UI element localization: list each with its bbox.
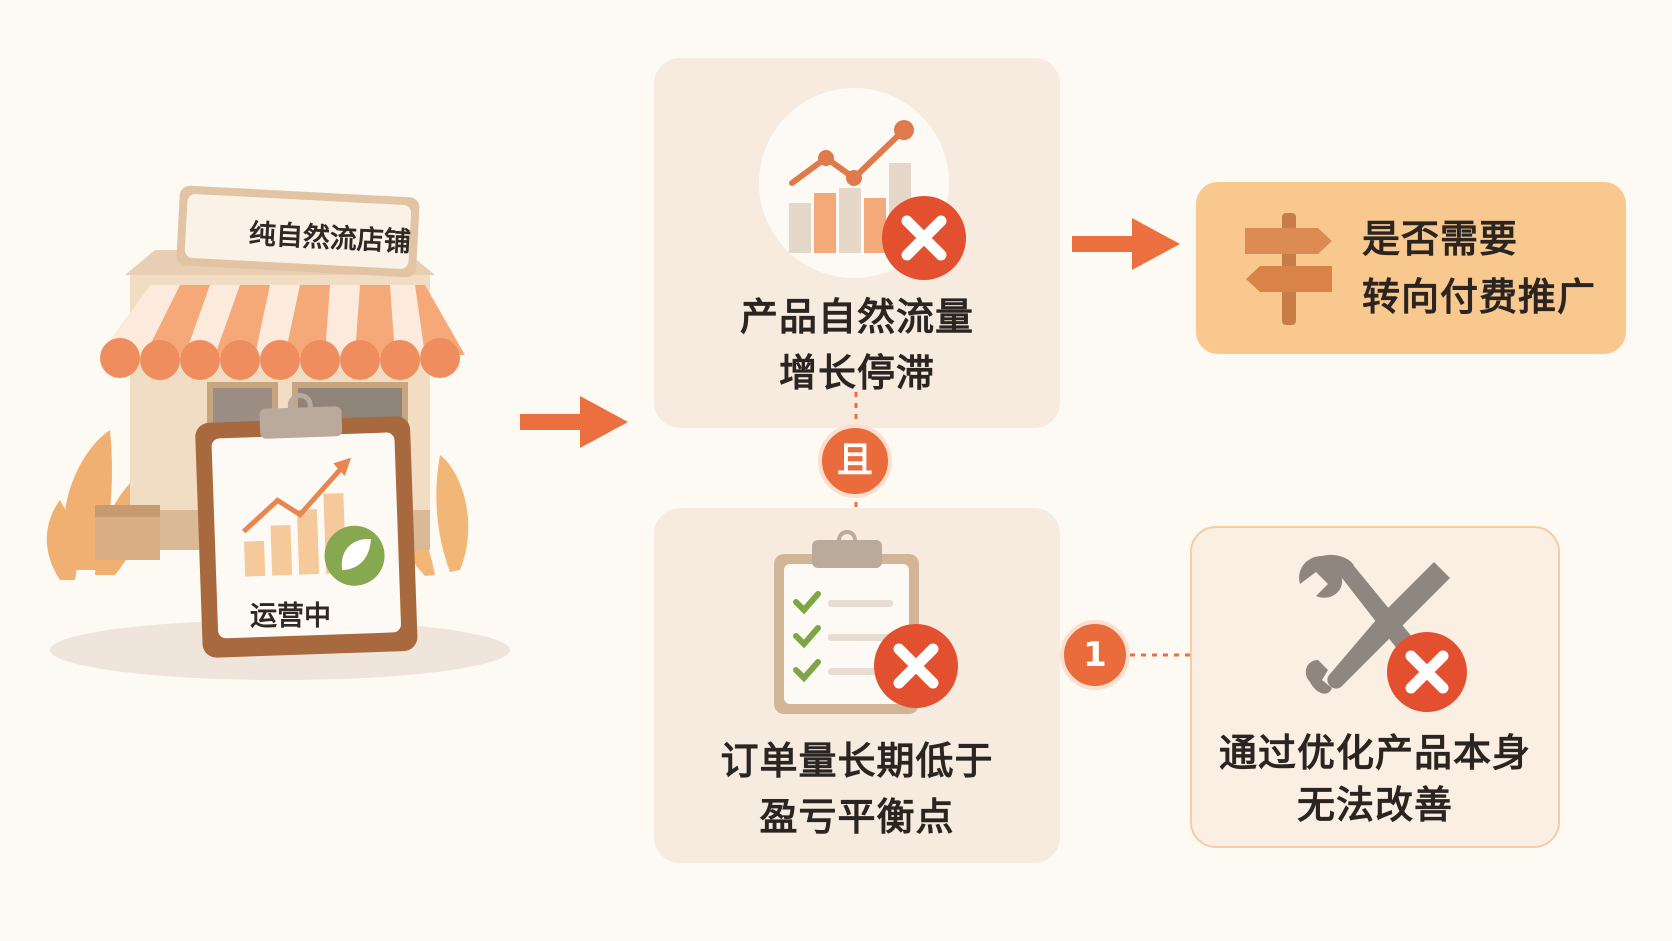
condition-card-traffic-stagnant: 产品自然流量 增长停滞 [654,58,1060,428]
condition-label-line1: 订单量长期低于 [720,739,994,783]
outcome-card-paid-promotion: 是否需要 转向付费推广 [1196,182,1626,354]
signpost-icon [1245,213,1332,325]
failed-fix-line1: 通过优化产品本身 [1218,731,1531,775]
condition-label-line2: 增长停滞 [778,351,935,395]
store-illustration: 纯自然流店铺 运营中 [40,180,510,700]
checklist-clipboard-icon [774,530,958,714]
wrench-screwdriver-icon [1299,554,1467,712]
outcome-line2: 转向付费推广 [1362,275,1597,319]
failed-fix-card: 通过优化产品本身 无法改善 [1190,526,1560,848]
cross-icon [874,624,958,708]
stagnant-growth-chart-icon [759,88,966,280]
and-badge: 且 [818,424,892,498]
condition-label-line2: 盈亏平衡点 [759,795,955,839]
storefront-icon [46,185,510,680]
step-number-badge: 1 [1060,620,1130,690]
step-connector-line [1130,653,1192,657]
arrow-right-icon [1072,218,1180,270]
store-status-label: 运营中 [250,601,331,632]
failed-fix-line2: 无法改善 [1296,783,1453,827]
condition-label-line1: 产品自然流量 [739,295,974,339]
arrow-right-icon [520,396,628,448]
cross-icon [882,196,966,280]
outcome-line1: 是否需要 [1362,217,1519,261]
condition-card-orders-below-breakeven: 订单量长期低于 盈亏平衡点 [654,508,1060,863]
cross-icon [1387,632,1467,712]
